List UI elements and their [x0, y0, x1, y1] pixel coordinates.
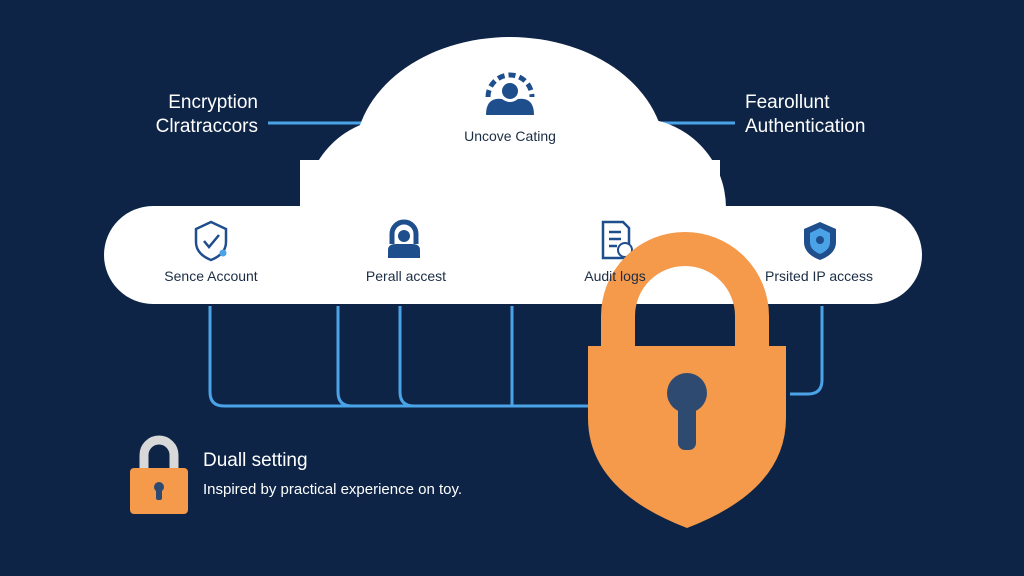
encryption-label-line1: Encryption	[168, 92, 258, 113]
user-cloud-icon	[485, 72, 535, 115]
authentication-label: Fearollunt Authentication	[745, 91, 1005, 139]
shield-ip-icon	[804, 222, 836, 260]
node-label-account: Sence Account	[164, 268, 258, 284]
shield-padlock-icon	[588, 232, 786, 528]
node-label-access: Perall accest	[365, 268, 447, 284]
node-label-ip-access: Prsited IP access	[765, 268, 873, 284]
encryption-label: Encryption Clratraccors	[0, 91, 258, 139]
top-node-label: Uncove Cating	[464, 128, 556, 144]
connector-brackets	[208, 306, 824, 408]
user-lock-icon	[388, 219, 420, 258]
note-body: Inspired by practical experience on toy.	[203, 481, 463, 498]
padlock-icon	[130, 435, 188, 514]
authentication-label-line1: Fearollunt	[745, 92, 830, 113]
node-label-audit: Audit logs	[584, 268, 646, 284]
shield-check-icon	[194, 220, 228, 262]
note-title: Duall setting	[203, 450, 308, 471]
cloud-shape	[104, 37, 922, 304]
document-icon	[601, 220, 633, 260]
encryption-label-line2: Clratraccors	[155, 116, 258, 137]
authentication-label-line2: Authentication	[745, 116, 866, 137]
